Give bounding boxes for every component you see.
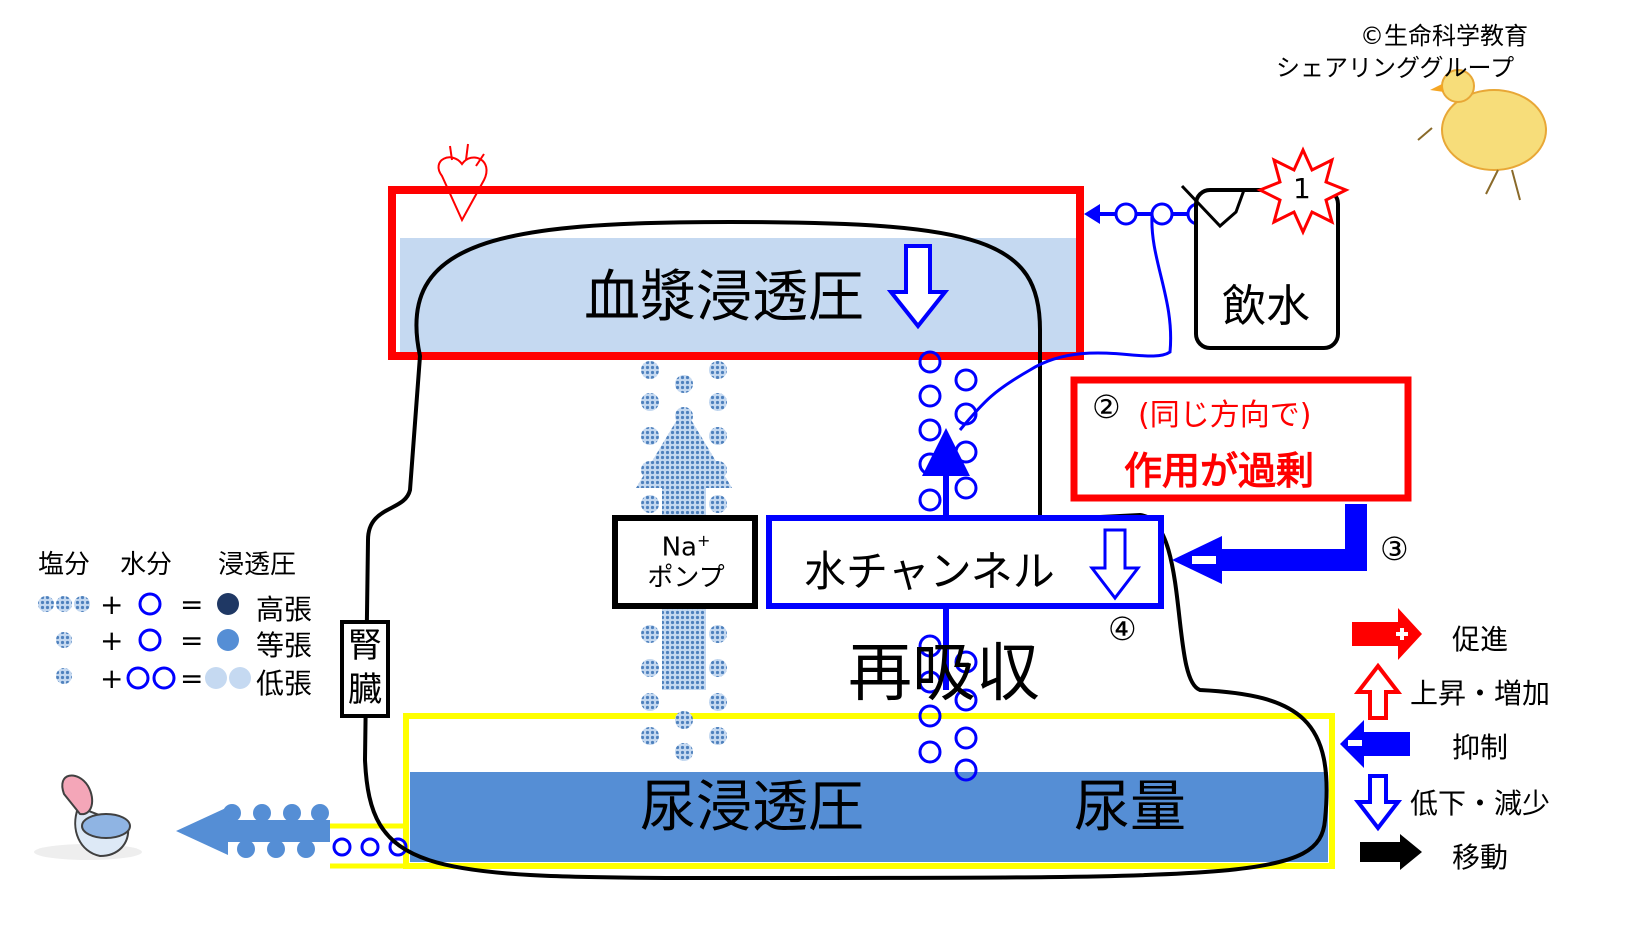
legend-plus-3: + xyxy=(100,662,124,695)
cup-icon xyxy=(1180,184,1246,229)
legend-increase: 上昇・増加 xyxy=(1410,677,1551,710)
urine-fill xyxy=(410,772,1328,862)
legend-promote: 促進 xyxy=(1452,623,1509,656)
legend-osmolality: 浸透圧 xyxy=(218,550,297,580)
plasma-fill xyxy=(400,238,1078,352)
water-channel-label: 水チャンネル xyxy=(804,547,1055,596)
reabsorption-label: 再吸収 xyxy=(848,637,1040,711)
legend-eq-2: = xyxy=(180,624,204,657)
plasma-osmolality-label: 血漿浸透圧 xyxy=(584,265,864,330)
chick-icon xyxy=(1417,69,1547,201)
na-pump-label: Na+ ポンプ xyxy=(622,526,750,593)
legend-eq-3: = xyxy=(180,662,204,695)
copyright-line2: シェアリンググループ xyxy=(1276,54,1515,82)
legend-plus-1: + xyxy=(100,588,124,621)
urine-volume-label: 尿量 xyxy=(1074,775,1186,840)
pump-text: ポンプ xyxy=(647,562,725,593)
inhibit-arrow-3 xyxy=(1220,504,1367,571)
kidney-label-box xyxy=(340,620,390,718)
legend-water: 水分 xyxy=(120,550,173,580)
legend-right-shapes xyxy=(1340,608,1422,870)
water-channel-box xyxy=(766,515,1164,609)
feedback-line xyxy=(958,215,1173,431)
excess-box xyxy=(1070,376,1412,502)
urine-osmolality-label: 尿浸透圧 xyxy=(640,775,864,840)
drink-water-label: 飲水 xyxy=(1222,281,1310,332)
marker-1: 1 xyxy=(1293,172,1311,205)
heart-icon xyxy=(437,143,488,223)
water-channel-down-arrow xyxy=(1088,528,1142,601)
legend-inhibit: 抑制 xyxy=(1452,731,1509,764)
marker-4: ④ xyxy=(1108,610,1137,648)
marker-3: ③ xyxy=(1380,530,1409,568)
copyright-line1: ©生命科学教育 xyxy=(1360,22,1528,50)
marker-2: ② xyxy=(1092,388,1121,426)
star-marker xyxy=(1256,146,1350,236)
kidney-label: 腎 臓 xyxy=(344,624,386,712)
excess-action-label: 作用が過剰 xyxy=(1124,449,1315,493)
urine-light xyxy=(410,720,1328,772)
legend-move: 移動 xyxy=(1452,841,1509,874)
legend-decrease: 低下・減少 xyxy=(1410,787,1551,820)
legend-iso: 等張 xyxy=(256,629,313,662)
legend-salt: 塩分 xyxy=(38,550,91,580)
na-text: Na xyxy=(661,532,697,563)
legend-eq-1: = xyxy=(180,588,204,621)
plasma-down-arrow xyxy=(886,244,950,330)
na-pump-box xyxy=(612,515,758,609)
outflow-water-dots xyxy=(332,837,408,857)
kidney-char-1: 腎 xyxy=(348,626,382,666)
plasma-box xyxy=(388,186,1084,360)
kidney-outline xyxy=(362,219,1329,881)
kidney-char-2: 臓 xyxy=(348,670,382,710)
outflow-arrow xyxy=(176,804,330,858)
na-plus-text: + xyxy=(696,531,711,550)
legend-plus-2: + xyxy=(100,624,124,657)
legend-low: 低張 xyxy=(256,667,313,700)
legend-high: 高張 xyxy=(256,593,313,626)
toilet-icon xyxy=(34,774,142,860)
same-direction-label: (同じ方向で) xyxy=(1138,398,1312,433)
urine-box xyxy=(403,713,1335,869)
legend-left-shapes xyxy=(38,592,251,690)
